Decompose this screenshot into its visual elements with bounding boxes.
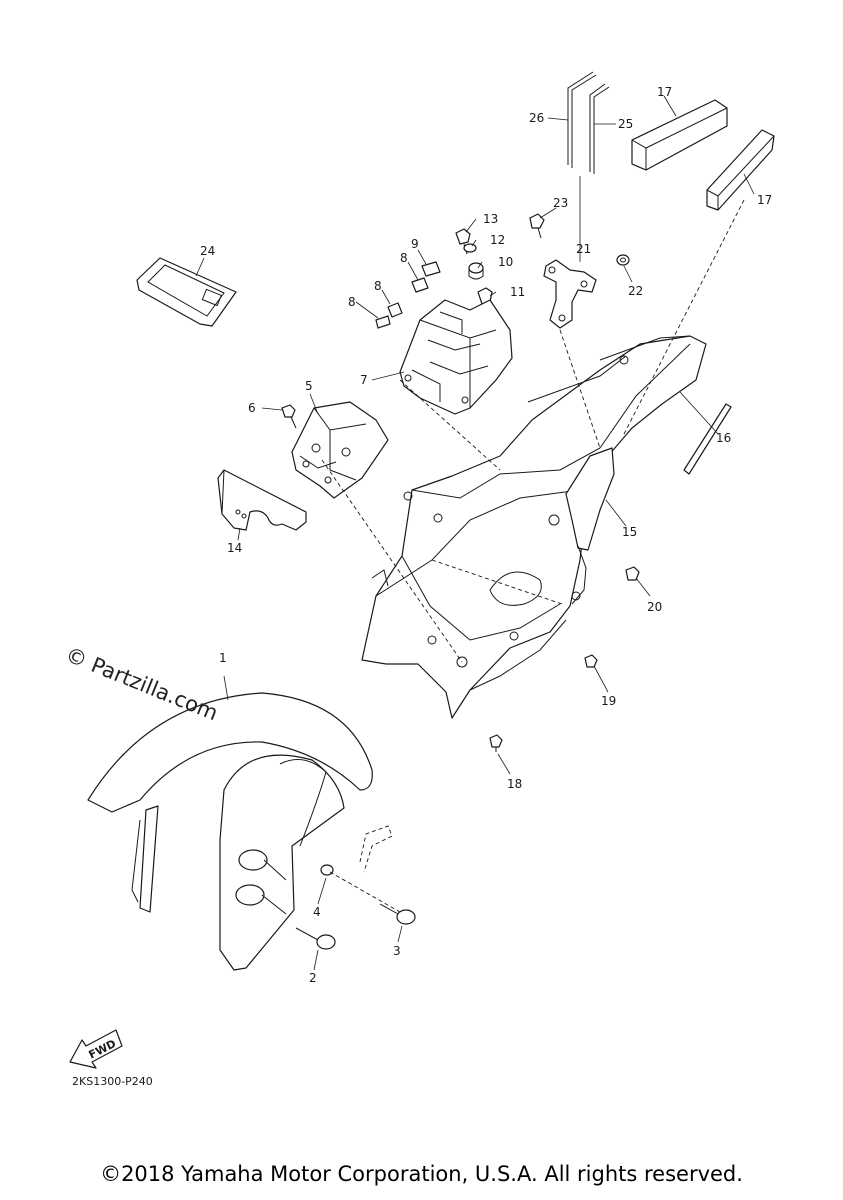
callout-5: 5 bbox=[305, 379, 313, 393]
callout-22: 22 bbox=[628, 284, 643, 298]
tail-cowl bbox=[361, 335, 707, 719]
callout-9: 9 bbox=[411, 237, 419, 251]
callout-13: 13 bbox=[483, 212, 498, 226]
part-2-bolt bbox=[295, 927, 336, 950]
part-10-grommet bbox=[468, 262, 484, 280]
callout-16: 16 bbox=[716, 431, 731, 445]
callout-14: 14 bbox=[227, 541, 242, 555]
callout-4: 4 bbox=[313, 905, 321, 919]
fork-ghost-outline bbox=[359, 825, 393, 873]
part-1-front-fender bbox=[87, 692, 373, 971]
part-25-wire bbox=[589, 83, 610, 174]
part-8-pad-a bbox=[411, 277, 429, 293]
part-11-collar bbox=[477, 287, 493, 305]
part-17-pad-top bbox=[631, 99, 728, 171]
part-19-screw bbox=[584, 654, 598, 668]
part-20-screw bbox=[625, 566, 640, 581]
part-5-cover bbox=[291, 401, 389, 499]
callout-20: 20 bbox=[647, 600, 662, 614]
copyright-notice: ©2018 Yamaha Motor Corporation, U.S.A. A… bbox=[100, 1162, 743, 1186]
part-3-bolt bbox=[379, 903, 416, 925]
callout-12: 12 bbox=[490, 233, 505, 247]
callout-26: 26 bbox=[529, 111, 544, 125]
callout-11: 11 bbox=[510, 285, 525, 299]
callout-8-c: 8 bbox=[400, 251, 408, 265]
part-6-screw bbox=[281, 404, 297, 429]
callout-2: 2 bbox=[309, 971, 317, 985]
callout-10: 10 bbox=[498, 255, 513, 269]
part-26-wire bbox=[567, 71, 597, 168]
part-23-bolt bbox=[529, 213, 545, 239]
part-14-plate bbox=[217, 469, 307, 531]
callout-6: 6 bbox=[248, 401, 256, 415]
callout-8-a: 8 bbox=[348, 295, 356, 309]
callout-25: 25 bbox=[618, 117, 633, 131]
callouts: 1 2 3 4 5 6 7 8 8 8 9 10 11 12 13 14 15 … bbox=[200, 85, 772, 985]
partzilla-watermark: © Partzilla.com bbox=[62, 642, 221, 725]
part-18-screw bbox=[489, 734, 503, 752]
part-24-plate bbox=[136, 257, 237, 327]
callout-1: 1 bbox=[219, 651, 227, 665]
diagram-code: 2KS1300-P240 bbox=[72, 1075, 153, 1088]
part-21-bracket bbox=[543, 259, 597, 329]
part-17-pad-side bbox=[706, 129, 775, 211]
callout-21: 21 bbox=[576, 242, 591, 256]
part-7-battery-box bbox=[399, 299, 513, 415]
part-8-clip bbox=[375, 315, 391, 329]
part-4-collar bbox=[320, 864, 334, 876]
callout-24: 24 bbox=[200, 244, 215, 258]
part-15-side-cover bbox=[565, 447, 615, 605]
part-16-strip bbox=[683, 403, 732, 475]
part-8-pad-b bbox=[387, 302, 403, 318]
callout-17-side: 17 bbox=[757, 193, 772, 207]
callout-7: 7 bbox=[360, 373, 368, 387]
fwd-arrow-icon: FWD bbox=[69, 1029, 123, 1069]
callout-8-b: 8 bbox=[374, 279, 382, 293]
callout-15: 15 bbox=[622, 525, 637, 539]
callout-19: 19 bbox=[601, 694, 616, 708]
callout-3: 3 bbox=[393, 944, 401, 958]
part-12-washer bbox=[463, 243, 477, 253]
part-9-pad bbox=[421, 261, 441, 277]
callout-17-top: 17 bbox=[657, 85, 672, 99]
callout-18: 18 bbox=[507, 777, 522, 791]
callout-23: 23 bbox=[553, 196, 568, 210]
leader-lines bbox=[195, 95, 755, 971]
part-22-nut bbox=[616, 254, 630, 266]
